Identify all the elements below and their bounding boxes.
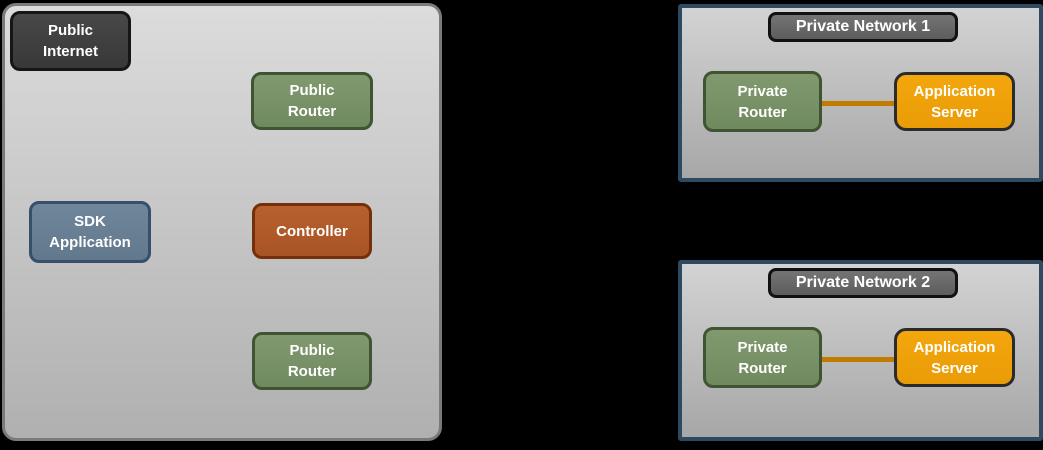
private-network-1-title: Private Network 1	[768, 12, 958, 42]
public-internet-node: Public Internet	[10, 11, 131, 71]
network-2-router-server-connector	[822, 357, 894, 362]
sdk-application-node: SDK Application	[29, 201, 151, 263]
public-router-bottom-node: Public Router	[252, 332, 372, 390]
private-network-1-panel: Private Network 1 Private Router Applica…	[678, 4, 1043, 182]
application-server-1-node: Application Server	[894, 72, 1015, 131]
network-1-router-server-connector	[822, 101, 894, 106]
private-network-2-title: Private Network 2	[768, 268, 958, 298]
public-internet-panel: Public Internet Public Router SDK Applic…	[2, 3, 442, 441]
private-router-2-node: Private Router	[703, 327, 822, 388]
controller-node: Controller	[252, 203, 372, 259]
private-router-1-node: Private Router	[703, 71, 822, 132]
application-server-2-node: Application Server	[894, 328, 1015, 387]
public-router-top-node: Public Router	[251, 72, 373, 130]
private-network-2-panel: Private Network 2 Private Router Applica…	[678, 260, 1043, 441]
